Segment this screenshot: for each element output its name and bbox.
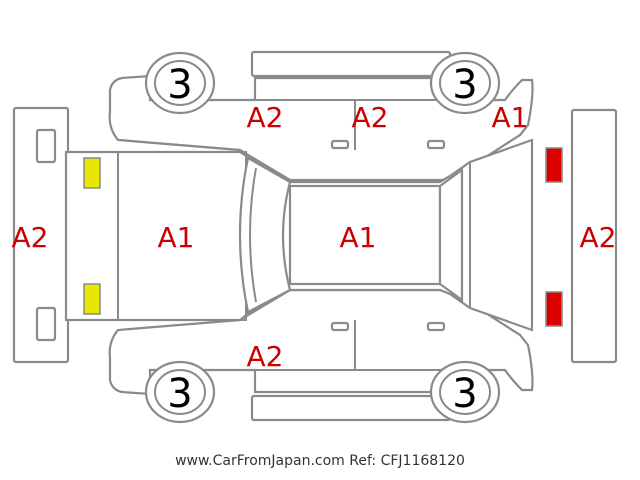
body-top-view: [64, 138, 534, 332]
damage-code-top-left-door: A2: [247, 101, 284, 134]
svg-text:3: 3: [167, 371, 192, 417]
tire-top-right: 3: [429, 51, 501, 115]
watermark-site: www.CarFromJapan.com: [175, 453, 345, 469]
right-headlamp: [83, 283, 101, 315]
damage-code-front-bumper: A2: [12, 221, 49, 254]
damage-code-bottom-left-door: A2: [247, 340, 284, 373]
damage-code-roof: A1: [340, 221, 377, 254]
tire-top-left: 3: [144, 51, 216, 115]
left-taillamp: [545, 147, 563, 183]
left-headlamp: [83, 157, 101, 189]
bottom-rocker-rail: [250, 394, 452, 422]
right-taillamp: [545, 291, 563, 327]
top-side-outline: [108, 74, 534, 182]
damage-code-rear-bumper: A2: [580, 221, 617, 254]
svg-text:3: 3: [452, 62, 477, 108]
damage-code-bonnet: A1: [158, 221, 195, 254]
damage-code-top-right-fender: A1: [492, 101, 529, 134]
svg-text:3: 3: [167, 62, 192, 108]
watermark-footer: www.CarFromJapan.com Ref: CFJ1168120: [0, 453, 640, 469]
rear-bumper: [570, 108, 618, 364]
tire-bottom-right: 3: [429, 360, 501, 424]
bottom-side-outline: [108, 288, 534, 396]
watermark-ref: Ref: CFJ1168120: [349, 453, 465, 469]
top-roof-rail: [250, 50, 452, 78]
tire-bottom-left: 3: [144, 360, 216, 424]
svg-text:3: 3: [452, 371, 477, 417]
damage-code-top-right-door: A2: [352, 101, 389, 134]
